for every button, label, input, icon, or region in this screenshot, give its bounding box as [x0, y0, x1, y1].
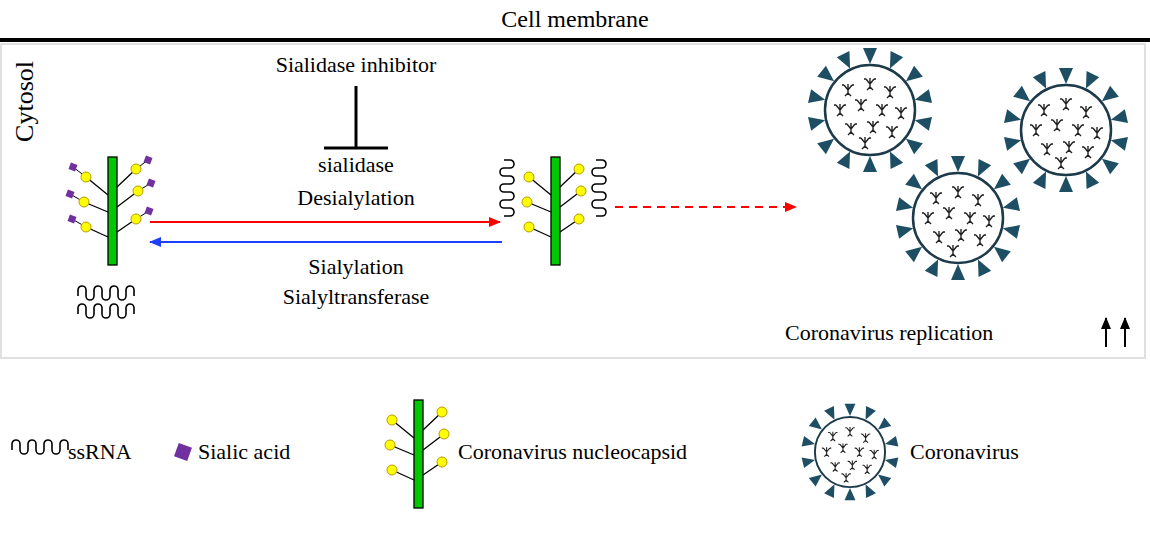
sialylation-arrow	[150, 241, 502, 243]
membrane-line	[0, 38, 1150, 42]
region-band: Cytosol	[0, 43, 1146, 359]
annotation-label: Sialylation	[308, 254, 403, 280]
replication-arrow	[615, 206, 796, 208]
legend-label: ssRNA	[68, 439, 132, 465]
coronavirus-particles	[808, 48, 1128, 280]
desialylation-arrow	[150, 221, 500, 223]
annotation-label: Desialylation	[297, 185, 414, 211]
ssrna-strands	[78, 286, 134, 318]
legend-swatch	[174, 443, 192, 461]
legend-label: Coronavirus nucleocapsid	[458, 439, 687, 465]
legend-virus-sample	[802, 404, 899, 501]
sialylated-nucleocapsid	[66, 156, 156, 265]
annotation-label: Sialyltransferase	[283, 284, 430, 310]
annotation-label: Sialidase inhibitor	[276, 52, 437, 78]
annotation-label: Cell membrane	[501, 6, 648, 32]
annotation-label: sialidase	[318, 152, 394, 178]
desialylated-nucleocapsid	[500, 157, 606, 265]
region-label: Cytosol	[12, 61, 38, 142]
legend-label: Coronavirus	[910, 439, 1019, 465]
increase-arrows	[1106, 318, 1125, 347]
legend-label: Sialic acid	[198, 439, 290, 465]
legend-nucleocapsid-sample	[385, 400, 449, 508]
inhibition-bar	[324, 86, 388, 148]
legend-ssrna-sample	[12, 440, 68, 454]
annotation-label: Coronavirus replication	[785, 320, 993, 346]
